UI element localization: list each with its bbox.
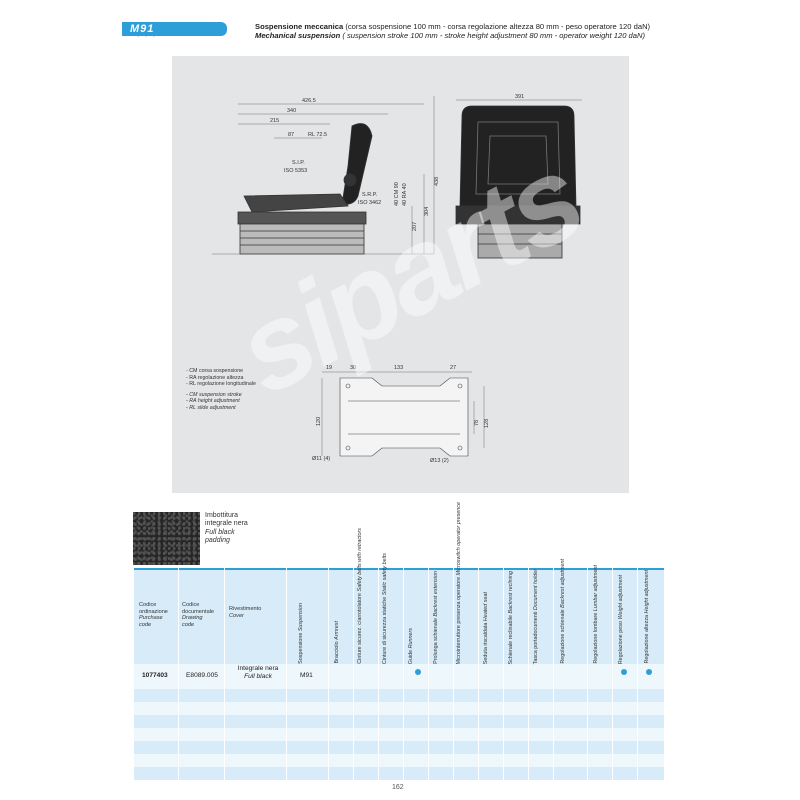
technical-drawing: 426.5 340 215 87 RL 72.5 S.I.P. ISO 5353… xyxy=(212,94,582,464)
dim-cm: 40 CM 90 xyxy=(394,182,400,206)
table-row xyxy=(134,754,664,767)
dim-ra: 40 RA 40 xyxy=(402,183,408,206)
table-row xyxy=(134,715,664,728)
dim-133: 133 xyxy=(394,365,403,371)
header-armrest: Bracciolo Armrest xyxy=(334,621,340,664)
legend: - CM corsa sospensione - RA regolazione … xyxy=(186,368,256,411)
front-view-seat xyxy=(455,105,581,259)
dim-sip: S.I.P. xyxy=(292,160,305,166)
dim-438: 438 xyxy=(434,177,440,186)
dim-iso3462: ISO 3462 xyxy=(358,200,381,206)
dim-30: 30 xyxy=(350,365,356,371)
dim-srp: S.R.P. xyxy=(362,192,378,198)
purchase-code-value: 1077403 xyxy=(142,672,168,679)
base-plate-drawing xyxy=(339,377,469,457)
dim-hole-13: Ø13 (2) xyxy=(430,458,449,464)
model-badge: M91 xyxy=(122,22,227,36)
dim-iso5353: ISO 5353 xyxy=(284,168,307,174)
header-cover: Rivestimento Cover xyxy=(229,606,262,619)
technical-drawing-panel: 426.5 340 215 87 RL 72.5 S.I.P. ISO 5353… xyxy=(172,56,629,493)
dim-78: 78 xyxy=(474,420,480,426)
header-weight-adjustment: Regolazione peso Weight adjustment xyxy=(618,574,624,664)
dim-304: 304 xyxy=(424,207,430,216)
dim-hole-11: Ø11 (4) xyxy=(312,456,330,462)
header-backrest-extension: Prolunga schienale Backrest extension xyxy=(433,571,439,664)
header-height-adjustment: Regolazione altezza Height adjustment xyxy=(644,570,650,664)
side-view-dimensions xyxy=(212,96,435,255)
dim-391: 391 xyxy=(515,94,524,100)
header-it-line: Sospensione meccanica (corsa sospensione… xyxy=(255,22,651,31)
table-row xyxy=(134,728,664,741)
header-safety-belts-retractors: Cinture sicurez. c/arrotolatore Safety b… xyxy=(357,528,363,664)
dim-rl: RL 72.5 xyxy=(308,132,327,138)
dim-19: 19 xyxy=(326,365,332,371)
header-microswitch: Microinterruttore presenza operatore Mic… xyxy=(456,501,462,664)
padding-swatch xyxy=(133,512,200,565)
side-view-seat xyxy=(237,123,373,255)
table-row xyxy=(134,767,664,780)
header-suspension: Sospensione Suspension xyxy=(298,603,304,664)
header-backrest-adjustment: Regolazione schienale Backrest adjustmen… xyxy=(560,559,566,664)
height-adjustment-dot-icon xyxy=(646,669,652,675)
drawing-code-value: E8089.005 xyxy=(186,672,218,679)
header-heated-seat: Seduta riscaldata Heated seat xyxy=(483,591,489,664)
runners-dot-icon xyxy=(415,669,421,675)
page-number: 162 xyxy=(392,784,404,791)
dim-87: 87 xyxy=(288,132,294,138)
suspension-value: M91 xyxy=(300,672,313,679)
header-backrest-reclining: Schienale reclinabile Backrest reclining xyxy=(508,570,514,665)
dim-27: 27 xyxy=(450,365,456,371)
swatch-label: Imbottitura integrale nera Full black pa… xyxy=(205,512,248,545)
header-runners: Guide Runners xyxy=(408,627,414,664)
table-row xyxy=(134,702,664,715)
dim-128: 128 xyxy=(484,419,490,428)
table-row xyxy=(134,741,664,754)
header-en-line: Mechanical suspension ( suspension strok… xyxy=(255,31,645,40)
header-lumbar-adjustment: Regolazione lombare Lumbar adjustment xyxy=(593,565,599,664)
dim-120: 120 xyxy=(316,417,322,426)
header-static-belts: Cinture di sicurezza statiche Static saf… xyxy=(382,552,388,664)
dim-207: 207 xyxy=(412,222,418,231)
dim-426: 426.5 xyxy=(302,98,316,104)
header-document-holder: Tasca portadocumenti Document holder xyxy=(533,568,539,664)
dim-215: 215 xyxy=(270,118,279,124)
weight-adjustment-dot-icon xyxy=(621,669,627,675)
cover-value: Integrale nera Full black xyxy=(237,665,279,680)
table-row xyxy=(134,689,664,702)
dim-340: 340 xyxy=(287,108,296,114)
table-header xyxy=(134,568,664,664)
